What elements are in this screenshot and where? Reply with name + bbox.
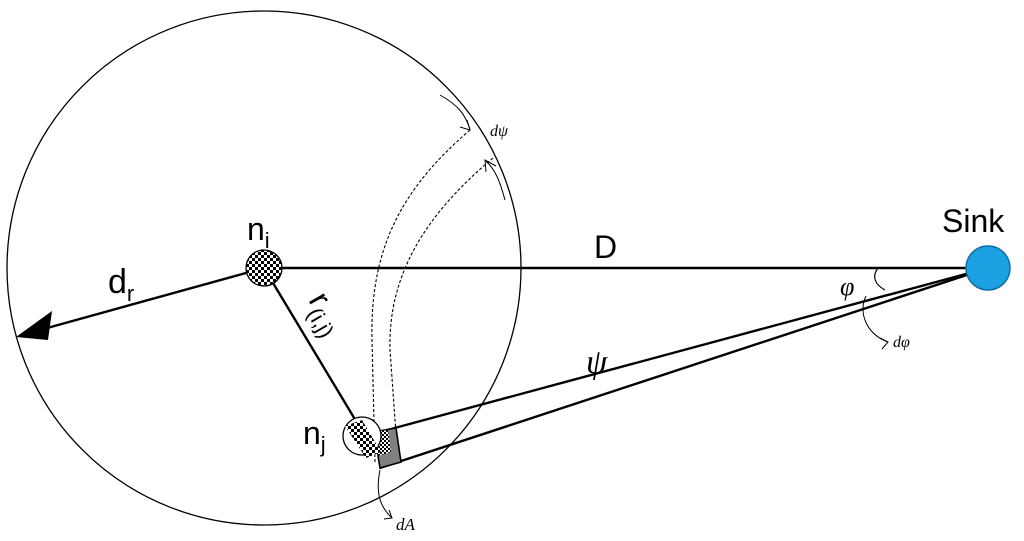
label-dA: dA bbox=[396, 515, 416, 534]
d-phi-arrowhead bbox=[879, 337, 889, 350]
label-dr: dr bbox=[108, 263, 134, 306]
node-i bbox=[245, 249, 283, 287]
dr-arrowhead bbox=[16, 311, 52, 340]
d-psi-arrowhead-bottom bbox=[484, 159, 497, 173]
label-phi: φ bbox=[840, 272, 854, 301]
strip-outer-dotted bbox=[371, 129, 471, 463]
phi-arc bbox=[874, 267, 886, 291]
d-psi-arrow-bottom bbox=[484, 159, 506, 201]
label-d-psi: dψ bbox=[490, 123, 509, 140]
line-dr bbox=[39, 266, 265, 332]
label-sink: Sink bbox=[942, 203, 1005, 239]
d-psi-arrow-top bbox=[439, 94, 471, 131]
label-d-phi: dφ bbox=[893, 334, 910, 351]
node-j bbox=[345, 420, 381, 458]
label-psi: ψ bbox=[586, 344, 608, 381]
strip-inner-dotted bbox=[389, 157, 494, 463]
d-psi-arrowhead-top bbox=[459, 119, 471, 131]
label-node-i: ni bbox=[247, 211, 270, 253]
line-r-ij bbox=[262, 267, 367, 437]
dA-arrow bbox=[377, 469, 393, 519]
line-psi-lower bbox=[379, 266, 989, 470]
dA-arrowhead bbox=[383, 509, 393, 520]
label-D: D bbox=[594, 229, 617, 265]
label-node-j: nj bbox=[303, 415, 326, 457]
sink-node bbox=[965, 245, 1011, 291]
label-r-ij: r(i,j) bbox=[297, 286, 354, 343]
line-psi-upper bbox=[364, 266, 989, 438]
